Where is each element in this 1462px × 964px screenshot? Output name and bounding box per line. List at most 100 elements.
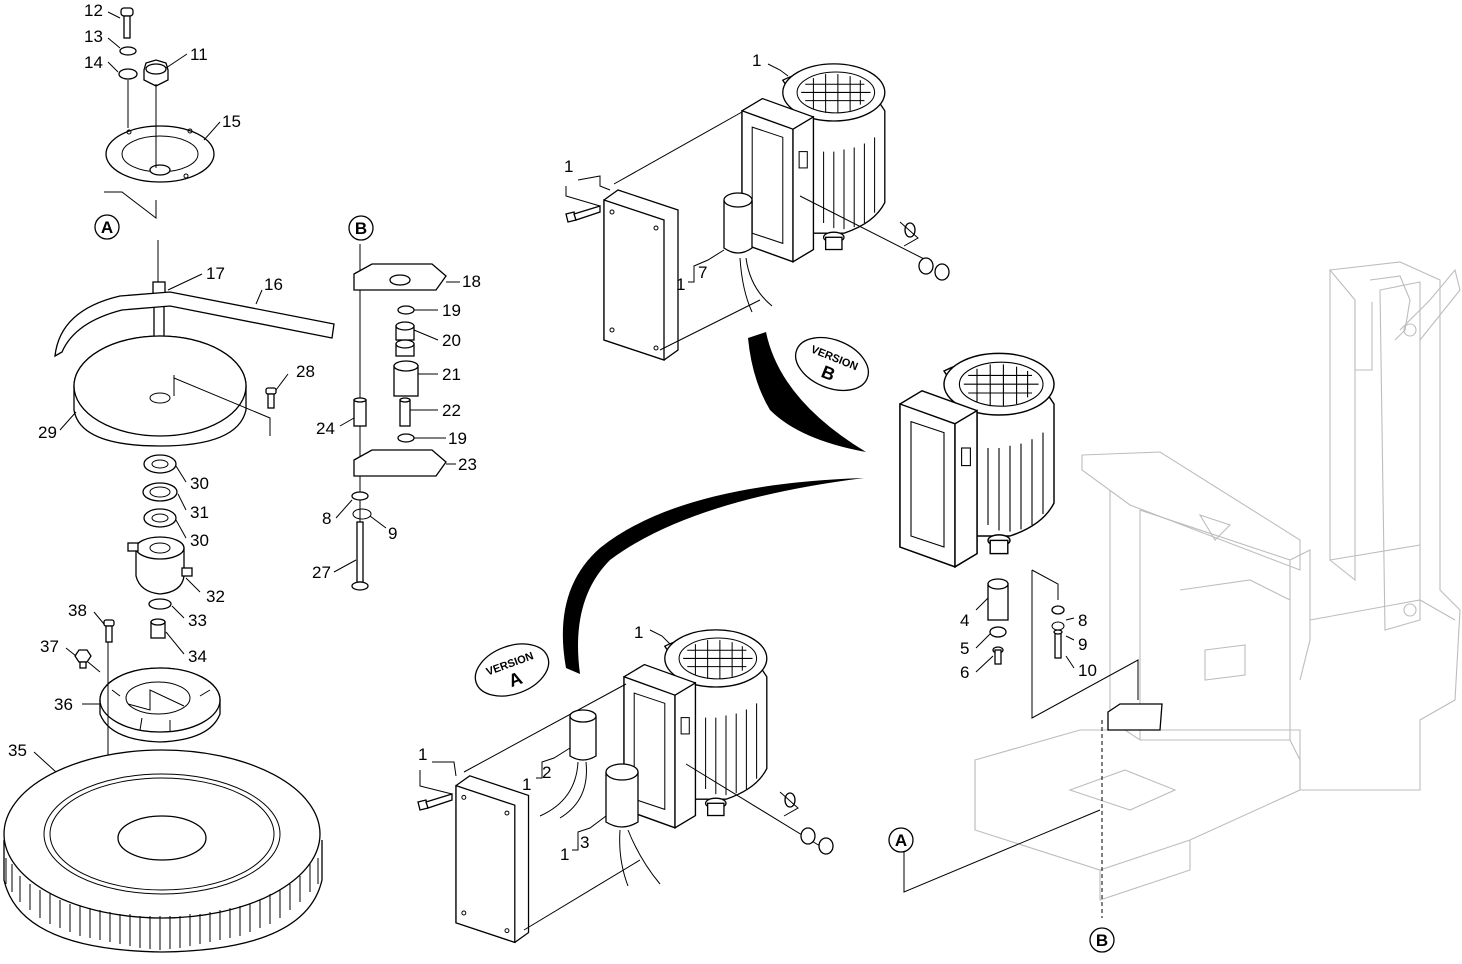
brush-35: [3, 749, 323, 953]
screw-a: [417, 793, 453, 811]
callout-a-1-top: 1: [634, 623, 643, 642]
callout-33: 33: [188, 611, 207, 630]
callout-35: 35: [8, 741, 27, 760]
version-a-sweep: [562, 478, 864, 674]
svg-text:B: B: [355, 219, 367, 238]
version-a-motor-assembly: [417, 629, 834, 944]
washer-9b: [1051, 621, 1065, 631]
capacitor-3: [605, 763, 661, 887]
callout-a-1-left: 1: [418, 745, 427, 764]
bearing-stack: [142, 454, 178, 528]
callout-b-1-left: 1: [564, 157, 573, 176]
svg-text:A: A: [895, 831, 907, 850]
callout-12: 12: [84, 1, 103, 20]
callout-28: 28: [296, 362, 315, 381]
washer-14: [118, 68, 138, 80]
bolt-27: [351, 521, 369, 591]
knob-11: [143, 59, 169, 87]
callout-22: 22: [442, 401, 461, 420]
brush-head-assembly: [3, 7, 335, 953]
callout-8b: 8: [1078, 611, 1087, 630]
callout-8a: 8: [322, 509, 331, 528]
callout-19a: 19: [442, 301, 461, 320]
callout-20: 20: [442, 331, 461, 350]
callout-29: 29: [38, 423, 57, 442]
gland-b2: [918, 257, 950, 281]
mounted-motor-assembly: [899, 352, 1163, 918]
version-a-letter: A: [506, 668, 525, 691]
bracket-assembly-b: [351, 244, 447, 591]
callout-3: 3: [580, 833, 589, 852]
ring-19a: [397, 305, 415, 315]
callout-31: 31: [190, 503, 209, 522]
capacitor-7: [723, 192, 773, 313]
callout-37: 37: [40, 637, 59, 656]
callout-6: 6: [960, 663, 969, 682]
washer-8b: [1051, 605, 1065, 615]
callout-18: 18: [462, 272, 481, 291]
callout-11: 11: [190, 45, 208, 64]
callout-7: 7: [698, 263, 707, 282]
callout-38: 38: [68, 601, 87, 620]
callout-a-1-2: 1: [522, 775, 531, 794]
hub-32: [127, 536, 193, 595]
callout-leaders: [33, 11, 1075, 851]
callout-a-1-3: 1: [560, 845, 569, 864]
callout-13: 13: [84, 27, 103, 46]
strip-16: [54, 291, 335, 358]
version-b-badge: VERSION B: [794, 336, 870, 392]
callout-9b: 9: [1078, 635, 1087, 654]
washer-9a: [352, 508, 372, 520]
screw-b: [565, 205, 601, 223]
marker-b-bottom: B: [1089, 927, 1115, 953]
plate-15: [105, 125, 215, 183]
washer-13: [119, 46, 137, 56]
insert-34: [150, 618, 166, 639]
screw-38: [103, 619, 115, 643]
callout-24: 24: [316, 419, 335, 438]
callout-14: 14: [84, 53, 103, 72]
bolt-10: [1053, 629, 1063, 659]
callout-30a: 30: [190, 474, 209, 493]
marker-a-left: A: [94, 214, 120, 240]
coupling-4: [987, 578, 1009, 621]
gland-a1: [784, 792, 796, 808]
screw-28: [265, 387, 277, 409]
washer-8a: [351, 491, 369, 501]
version-b-motor-assembly: [565, 63, 950, 361]
callout-4: 4: [960, 611, 969, 630]
callout-b-1-7: 1: [676, 275, 685, 294]
washer-5: [989, 626, 1007, 638]
ring-19b: [397, 433, 415, 443]
callout-5: 5: [960, 639, 969, 658]
callout-19b: 19: [448, 429, 467, 448]
callout-23: 23: [458, 455, 477, 474]
version-a-badge: VERSION A: [474, 643, 550, 697]
spacer-24: [353, 397, 367, 427]
callout-b-1-top: 1: [752, 51, 761, 70]
capacitor-2: [539, 709, 597, 819]
bowl-29: [73, 335, 271, 447]
callout-16: 16: [264, 275, 283, 294]
marker-b-mid: B: [348, 215, 374, 241]
callout-21: 21: [442, 365, 461, 384]
callout-36: 36: [54, 695, 73, 714]
bracket-23: [353, 449, 447, 477]
callout-32: 32: [206, 587, 225, 606]
screw-37: [74, 649, 92, 669]
callout-15: 15: [222, 112, 241, 131]
gland-a2: [800, 827, 834, 855]
bolt-12: [120, 7, 134, 39]
gland-b1: [904, 222, 916, 238]
callout-17: 17: [206, 264, 225, 283]
pin-22: [399, 397, 411, 427]
sleeve-21: [393, 360, 419, 397]
callout-2: 2: [542, 763, 551, 782]
svg-text:B: B: [1096, 931, 1108, 950]
bushing-20: [395, 321, 415, 357]
callout-30b: 30: [190, 531, 209, 550]
flange-36: [99, 667, 221, 743]
callout-10: 10: [1078, 661, 1097, 680]
screw-6: [992, 646, 1004, 665]
